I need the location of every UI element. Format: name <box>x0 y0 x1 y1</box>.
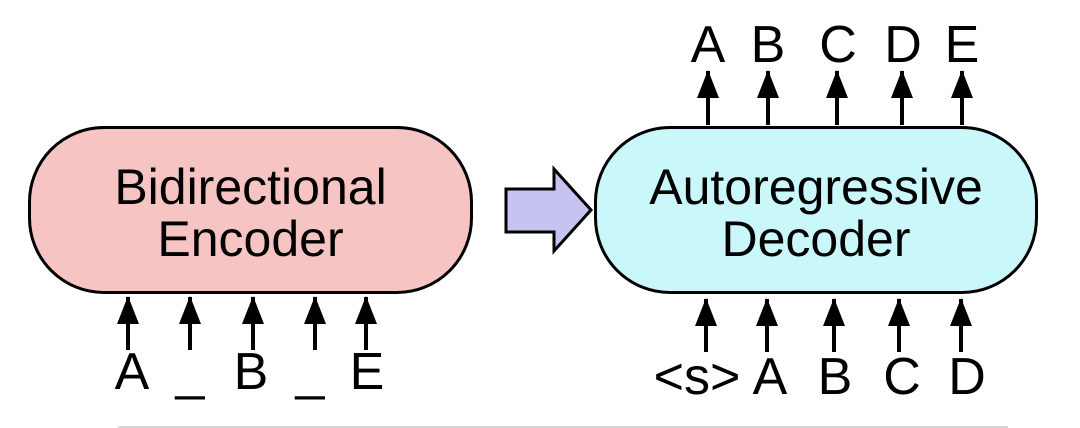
decoder-label-line2: Decoder <box>721 211 911 267</box>
encoder-input-token: _ <box>295 343 325 401</box>
encoder-to-decoder-arrow-icon <box>504 165 594 255</box>
encoder-input-token: _ <box>175 343 205 401</box>
decoder-input-token: C <box>883 348 921 406</box>
decoder-input-token: A <box>752 348 788 406</box>
encoder-label: Bidirectional Encoder <box>31 161 470 265</box>
cropped-content-edge <box>118 426 1008 428</box>
decoder-output-token: D <box>884 16 922 74</box>
decoder-label-line1: Autoregressive <box>649 159 983 215</box>
decoder-output-token: A <box>690 16 726 74</box>
decoder-input-arrows <box>695 298 972 352</box>
decoder-input-token: B <box>817 348 853 406</box>
encoder-input-token: E <box>349 343 385 401</box>
encoder-input-token: B <box>233 343 269 401</box>
decoder-input-token: <s> <box>653 348 741 406</box>
decoder-label: Autoregressive Decoder <box>597 161 1035 265</box>
decoder-box: Autoregressive Decoder <box>594 126 1038 294</box>
encoder-label-line1: Bidirectional <box>114 159 387 215</box>
decoder-output-arrows <box>697 70 973 125</box>
encoder-box: Bidirectional Encoder <box>28 126 473 294</box>
encoder-label-line2: Encoder <box>157 211 344 267</box>
decoder-output-token: E <box>944 16 980 74</box>
decoder-output-token: C <box>819 16 857 74</box>
decoder-output-token: B <box>750 16 786 74</box>
encoder-input-arrows <box>117 296 377 350</box>
encoder-input-token: A <box>114 343 150 401</box>
decoder-input-token: D <box>948 348 986 406</box>
